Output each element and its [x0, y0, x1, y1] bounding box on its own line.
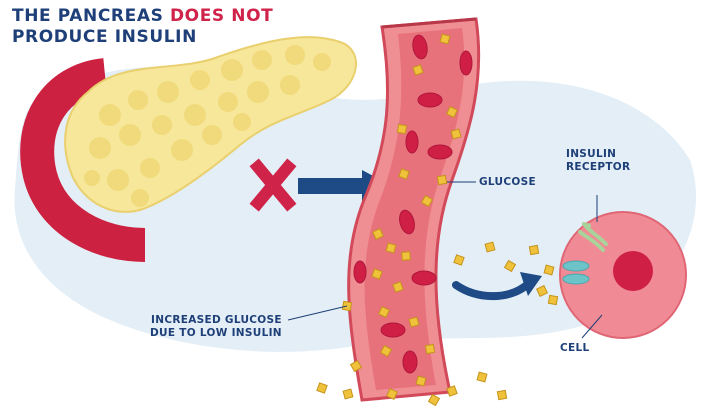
page-title: THE PANCREAS DOES NOT PRODUCE INSULIN — [12, 6, 273, 48]
title-line2: PRODUCE INSULIN — [12, 27, 273, 48]
title-prefix: THE PANCREAS — [12, 6, 163, 26]
title-accent: DOES NOT — [170, 6, 273, 26]
nucleus-icon — [613, 251, 653, 291]
glucose-label: GLUCOSE — [479, 176, 536, 189]
insulin-receptor-label: INSULIN RECEPTOR — [566, 148, 630, 174]
cell-label: CELL — [560, 342, 589, 355]
increased-glucose-label: INCREASED GLUCOSE DUE TO LOW INSULIN — [150, 314, 282, 340]
